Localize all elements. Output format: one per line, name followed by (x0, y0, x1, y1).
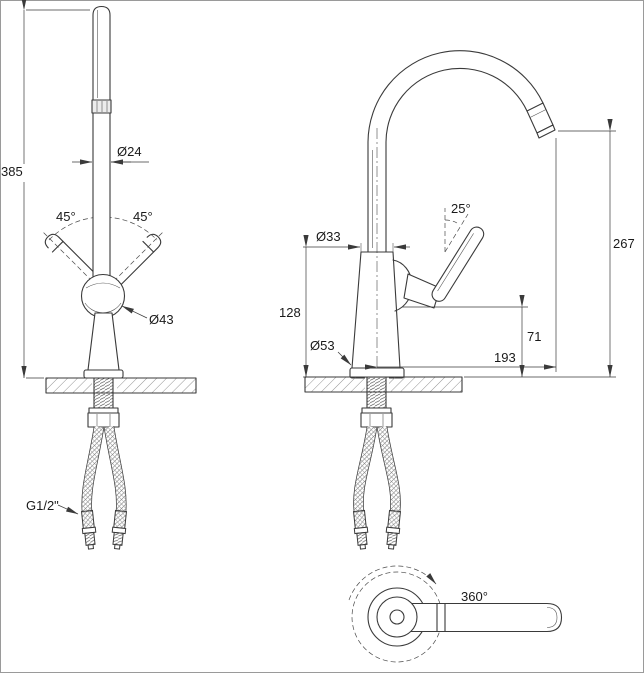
base-plate-side (83, 369, 124, 379)
ball-joint (80, 273, 126, 319)
washer-side (88, 407, 119, 414)
dim-connection-thread: G1/2" (26, 498, 59, 513)
gooseneck-inner (385, 67, 528, 253)
supply-hoses-side (80, 426, 128, 550)
dim-spout-reach: 193 (494, 350, 516, 365)
side-view-drawing: 385 Ø24 45° 45° Ø43 G1/2" (1, 0, 197, 550)
spout-pipe (92, 5, 111, 281)
aerator (526, 102, 556, 139)
dim-swivel-range: 360° (461, 589, 488, 604)
washer-front (361, 407, 392, 414)
supply-hoses-front (352, 426, 402, 550)
side-view-dimensions: 385 Ø24 45° 45° Ø43 G1/2" (1, 0, 174, 515)
handle-joint (403, 273, 441, 309)
front-view-dimensions: Ø33 25° 128 Ø53 71 193 267 (279, 119, 635, 378)
dim-base-diameter: Ø53 (310, 338, 335, 353)
dim-neck-diameter: Ø33 (316, 229, 341, 244)
dim-handle-clearance: 71 (527, 329, 541, 344)
front-view-drawing: Ø33 25° 128 Ø53 71 193 267 (279, 50, 635, 550)
threaded-shank-side (93, 377, 114, 409)
top-view-drawing: 360° (348, 565, 563, 663)
dim-swivel-angle-right: 45° (133, 209, 153, 224)
rotation-arrow-arc (348, 565, 437, 601)
gooseneck-outer (367, 50, 544, 253)
dim-overall-height: 385 (1, 164, 23, 179)
dim-swivel-angle-left: 45° (56, 209, 76, 224)
handle-lever (431, 226, 485, 302)
dim-spout-diameter: Ø24 (117, 144, 142, 159)
mounting-nut-side (87, 412, 120, 428)
dim-handle-angle: 25° (451, 201, 471, 216)
dim-spout-height: 267 (613, 236, 635, 251)
dim-joint-diameter: Ø43 (149, 312, 174, 327)
dim-body-height: 128 (279, 305, 301, 320)
spout-collar (91, 99, 112, 114)
countertop-side (45, 377, 197, 394)
body-left-edge (351, 251, 362, 369)
swivel-ghost-left (43, 232, 109, 298)
threaded-shank-front (366, 376, 387, 409)
spout-arm-top (398, 602, 563, 633)
mounting-nut-front (360, 412, 393, 428)
